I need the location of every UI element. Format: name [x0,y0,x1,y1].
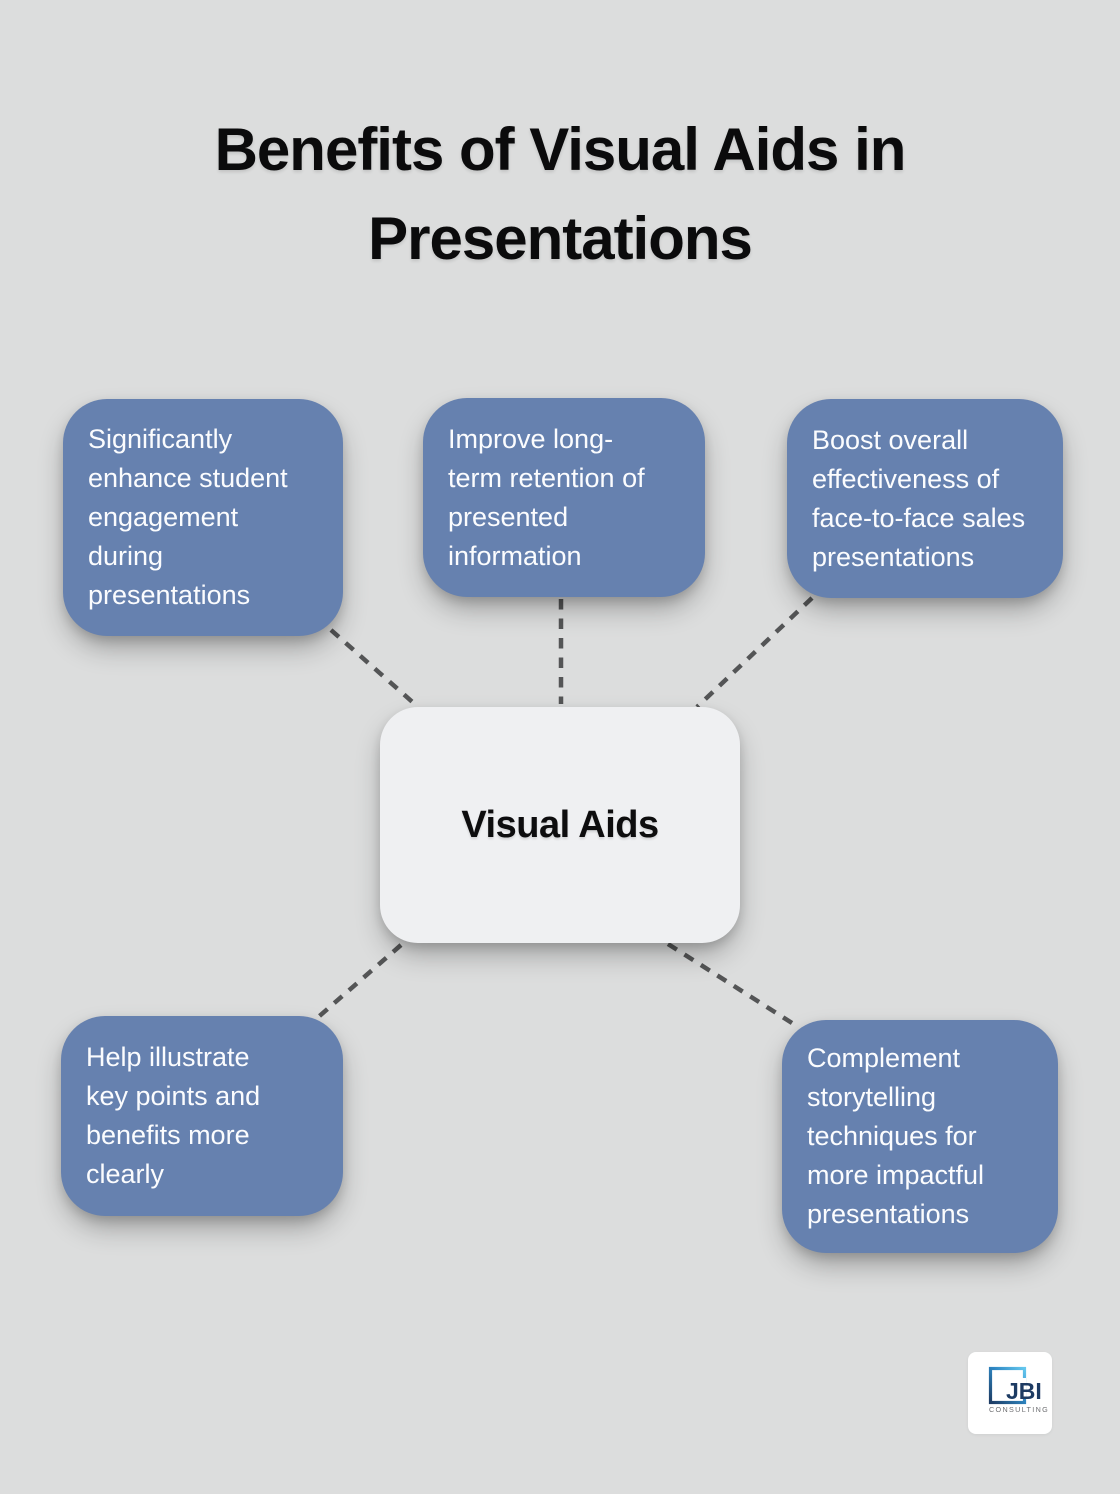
benefit-text: Boost overall effectiveness of face-to-f… [812,424,1026,572]
benefit-box-bottom-left: Help illustrate key points and benefits … [61,1016,343,1216]
benefit-text: Complement storytelling techniques for m… [807,1043,985,1229]
logo-tagline: CONSULTING [989,1405,1049,1414]
benefit-box-top-left: Significantly enhance student engagement… [63,399,343,636]
benefit-box-top-middle: Improve long- term retention of presente… [423,398,705,597]
benefit-text: Improve long- term retention of presente… [448,423,645,571]
logo-card: JBI CONSULTING [968,1352,1052,1434]
connector-line-bottom-right [666,942,794,1025]
connector-line-bottom-left [314,943,403,1021]
connector-line-top-left [329,628,419,708]
benefit-box-top-right: Boost overall effectiveness of face-to-f… [787,399,1063,598]
page-title: Benefits of Visual Aids in Presentations [214,116,907,272]
benefit-text: Help illustrate key points and benefits … [86,1042,261,1189]
benefit-box-bottom-right: Complement storytelling techniques for m… [782,1020,1058,1253]
center-node-label: Visual Aids [461,803,659,846]
center-node: Visual Aids [380,707,740,943]
benefit-text: Significantly enhance student engagement… [88,424,288,610]
logo-name: JBI [1006,1378,1042,1404]
logo-square-notch [1004,1378,1026,1398]
jbi-logo: JBI CONSULTING [988,1366,1049,1414]
connector-line-top-right [695,596,814,709]
